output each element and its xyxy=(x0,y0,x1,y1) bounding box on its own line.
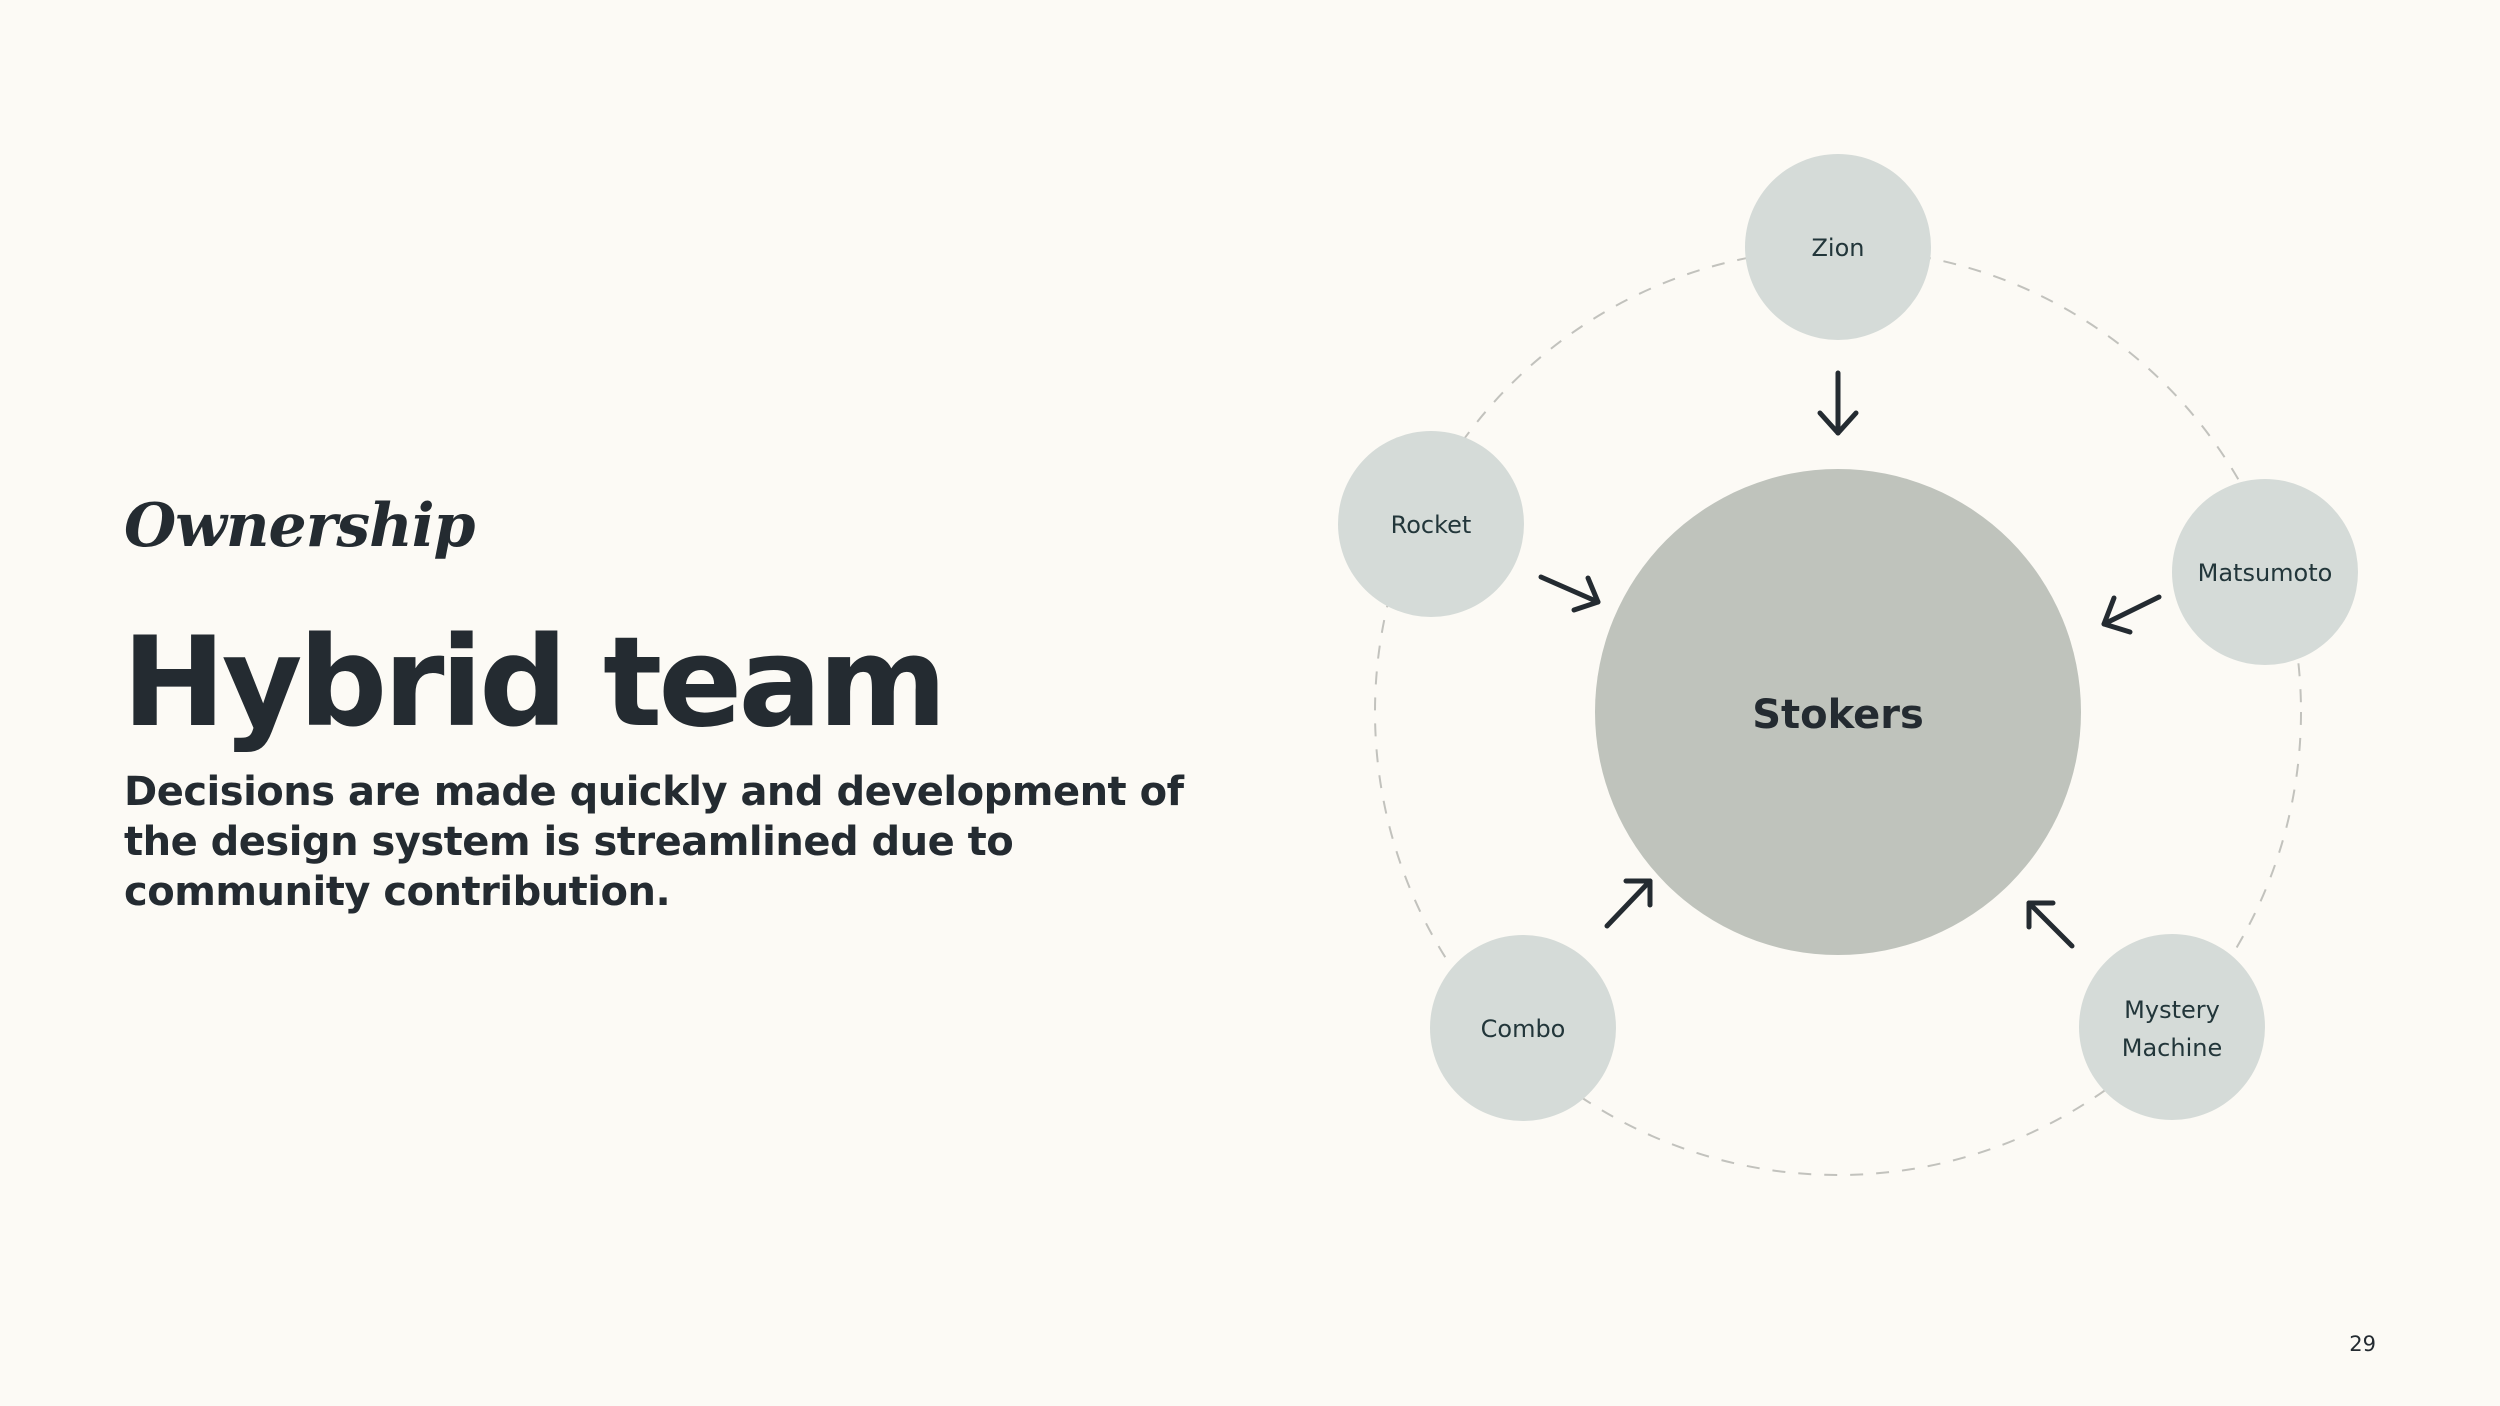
node-circle xyxy=(1745,154,1931,340)
arrows xyxy=(1538,370,2162,949)
node-matsumoto: Matsumoto xyxy=(2172,479,2358,665)
node-zion: Zion xyxy=(1745,154,1931,340)
arrow-from-mystery-machine xyxy=(2026,900,2075,949)
node-label-line-1: Mystery xyxy=(2124,996,2220,1024)
arrow-from-combo xyxy=(1604,878,1653,929)
node-label: Zion xyxy=(1811,234,1864,262)
section-eyebrow: Ownership xyxy=(124,491,475,561)
slide-title: Hybrid team xyxy=(122,611,947,755)
node-rocket: Rocket xyxy=(1338,431,1524,617)
node-circle xyxy=(1430,935,1616,1121)
node-label-line-2: Machine xyxy=(2122,1034,2222,1062)
node-label: Rocket xyxy=(1391,511,1472,539)
orbit-ring xyxy=(1374,248,2302,1176)
hub-label: Stokers xyxy=(1752,692,1924,738)
hub-circle xyxy=(1595,469,2081,955)
node-combo: Combo xyxy=(1430,935,1616,1121)
page-number: 29 xyxy=(2349,1332,2376,1356)
node-label: Combo xyxy=(1481,1015,1566,1043)
node-mystery-machine: Mystery Machine xyxy=(2079,934,2265,1120)
arrow-from-rocket xyxy=(1538,574,1601,613)
arrow-from-matsumoto xyxy=(2101,594,2162,635)
slide-description: Decisions are made quickly and developme… xyxy=(124,769,1184,915)
arrow-from-zion xyxy=(1817,370,1859,436)
node-circle xyxy=(2172,479,2358,665)
node-label: Matsumoto xyxy=(2198,559,2333,587)
node-circle xyxy=(2079,934,2265,1120)
node-circle xyxy=(1338,431,1524,617)
